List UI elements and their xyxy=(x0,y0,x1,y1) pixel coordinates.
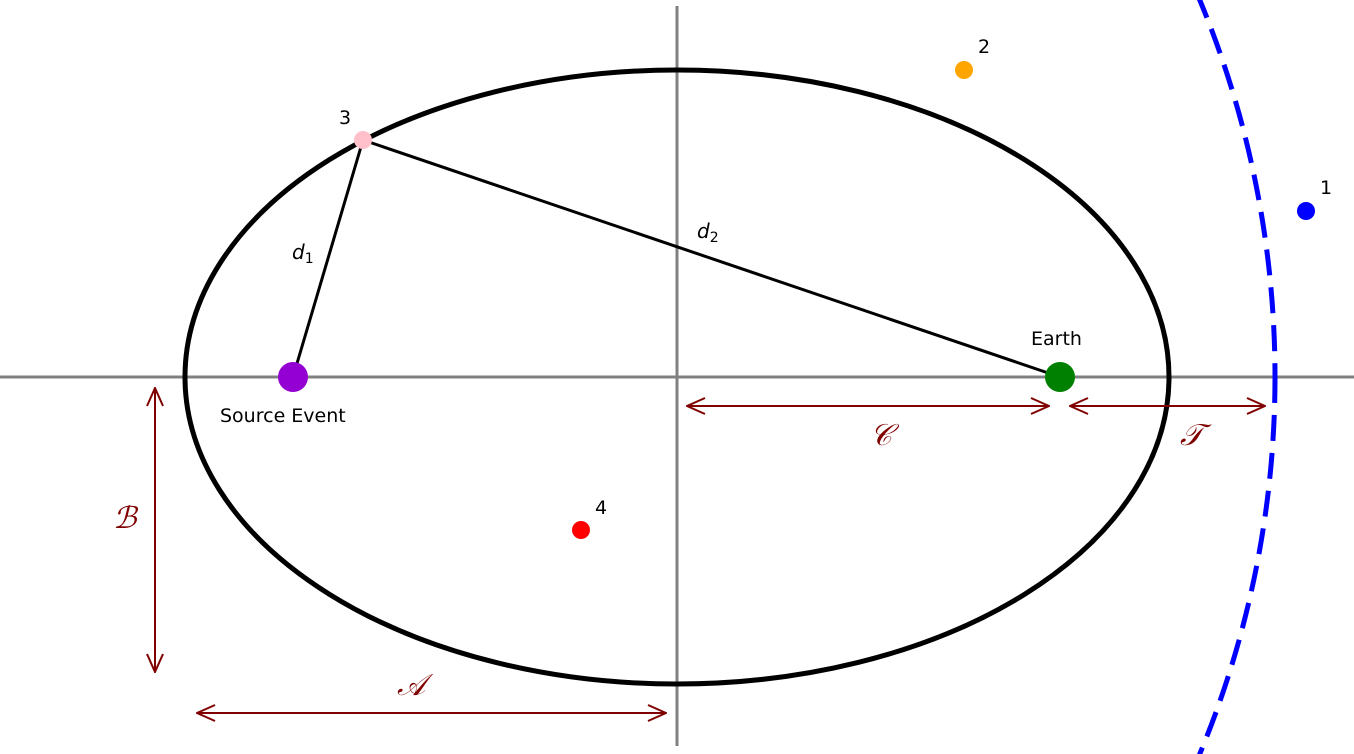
label-earth: Earth xyxy=(1031,328,1082,350)
point-3 xyxy=(354,131,372,149)
label-point-4: 4 xyxy=(595,497,607,519)
label-d1: d1 xyxy=(292,240,314,267)
label-dimension-a: 𝒜 xyxy=(397,668,434,703)
label-source-event: Source Event xyxy=(220,405,346,427)
label-dimension-b: ℬ xyxy=(113,501,139,536)
label-dimension-t: 𝒯 xyxy=(1180,418,1212,453)
label-point-1: 1 xyxy=(1320,177,1332,199)
point-1 xyxy=(1297,202,1315,220)
earth-point xyxy=(1045,362,1075,392)
source-event-point xyxy=(278,362,308,392)
point-2 xyxy=(955,61,973,79)
label-point-2: 2 xyxy=(978,36,990,58)
ellipse xyxy=(182,67,1172,687)
label-dimension-c: 𝒞 xyxy=(870,418,900,453)
label-point-3: 3 xyxy=(339,107,351,129)
point-4 xyxy=(572,521,590,539)
segment-d2 xyxy=(362,138,1061,379)
dashed-arc xyxy=(1196,0,1278,754)
segment-d1 xyxy=(291,139,365,378)
label-d2: d2 xyxy=(697,219,719,246)
